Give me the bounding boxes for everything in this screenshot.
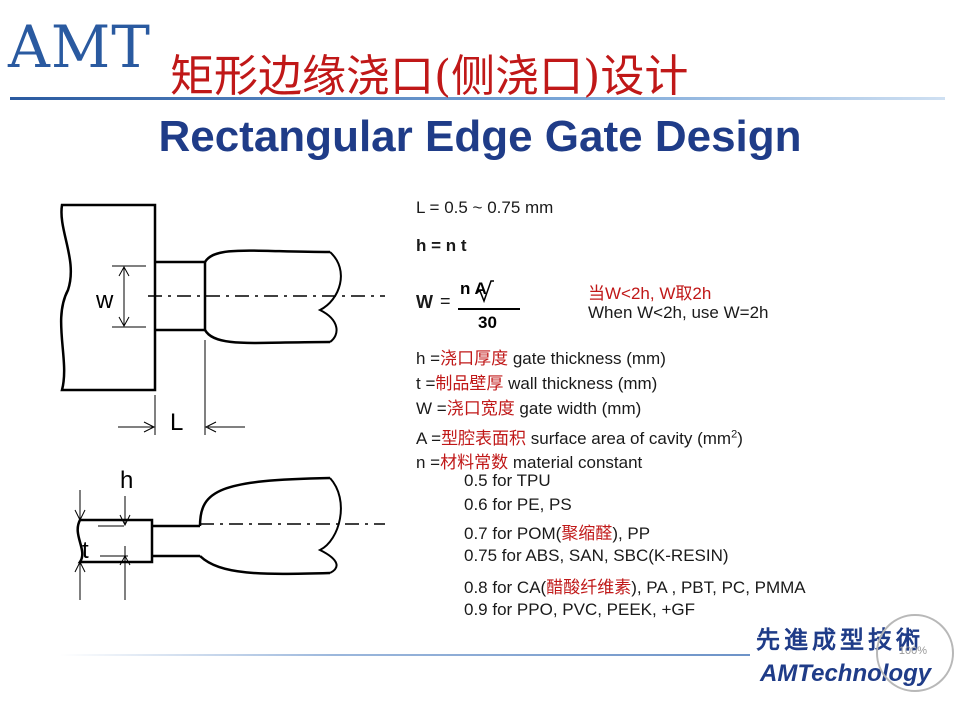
fraction-bar — [458, 308, 520, 310]
side-wall — [76, 518, 154, 564]
header-divider — [10, 97, 945, 100]
def-t: t =制品壁厚 wall thickness (mm) — [416, 374, 658, 393]
label-w: w — [95, 287, 114, 314]
formula-w-denominator: 30 — [478, 313, 497, 332]
gate-diagram: w L h t — [59, 203, 385, 600]
def-w: W =浇口宽度 gate width (mm) — [416, 399, 642, 418]
formula-w-numerator: n A — [460, 279, 487, 298]
formula-w-equals: = — [440, 291, 451, 311]
note-en: When W<2h, use W=2h — [588, 303, 769, 322]
title-english: Rectangular Edge Gate Design — [158, 112, 802, 161]
material-item: 0.9 for PPO, PVC, PEEK, +GF — [464, 600, 696, 619]
material-item: 0.7 for POM(聚缩醛), PP — [464, 524, 651, 543]
top-wall-block — [59, 203, 157, 392]
def-a: A =型腔表面积 surface area of cavity (mm2) — [416, 428, 743, 448]
amt-logo: AMT — [8, 13, 151, 81]
stamp-seal-icon — [876, 614, 954, 692]
note-cn: 当W<2h, W取2h — [588, 284, 712, 303]
formula-w-lhs: W — [416, 292, 433, 312]
footer-divider — [60, 654, 750, 656]
label-h: h — [120, 467, 133, 494]
material-item: 0.6 for PE, PS — [464, 495, 572, 514]
top-runner-bulb — [203, 249, 331, 345]
def-n: n =材料常数 material constant — [416, 453, 643, 472]
title-chinese: 矩形边缘浇口(侧浇口)设计 — [170, 51, 689, 102]
top-runner-end — [317, 251, 342, 343]
sqrt-icon — [475, 280, 494, 303]
label-t: t — [82, 537, 89, 564]
label-L: L — [170, 409, 183, 436]
formula-h: h = n t — [416, 236, 467, 255]
side-runner-bulb — [198, 476, 331, 576]
material-item: 0.8 for CA(醋酸纤维素), PA , PBT, PC, PMMA — [464, 578, 806, 597]
material-item: 0.5 for TPU — [464, 471, 551, 490]
side-runner-end — [317, 477, 342, 574]
formula-L: L = 0.5 ~ 0.75 mm — [416, 198, 554, 217]
stamp-label: 100% — [898, 645, 928, 657]
top-runner — [155, 260, 207, 332]
def-h: h =浇口厚度 gate thickness (mm) — [416, 349, 666, 368]
material-item: 0.75 for ABS, SAN, SBC(K-RESIN) — [464, 546, 729, 565]
side-runner — [152, 524, 200, 558]
